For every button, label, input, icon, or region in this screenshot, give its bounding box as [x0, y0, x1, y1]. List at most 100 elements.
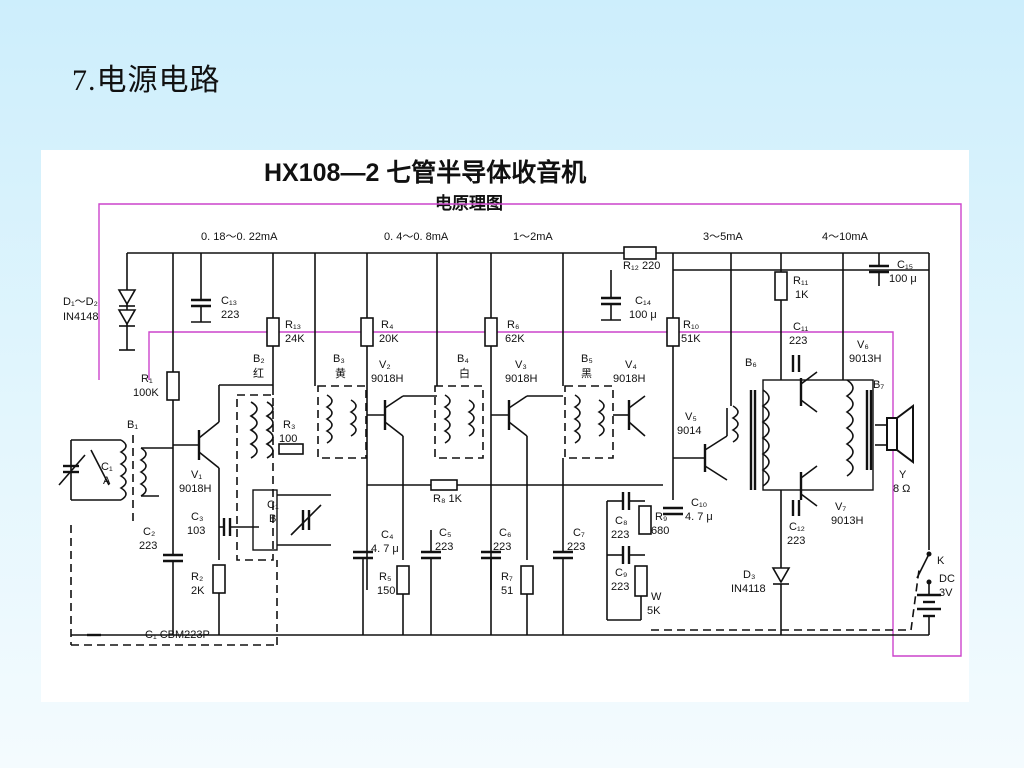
box-b2	[236, 394, 274, 561]
label-c6-value: 223	[493, 541, 511, 553]
label-c8-value: 223	[611, 529, 629, 541]
label-r6: R₆	[507, 319, 519, 331]
label-y-value: 8 Ω	[893, 483, 910, 495]
resistor-r5	[396, 565, 410, 595]
speaker-icon	[886, 404, 914, 464]
current-label-3: 1～2mA	[513, 231, 553, 243]
capacitor-c10	[663, 506, 683, 516]
label-b1: B₁	[127, 419, 138, 431]
label-r7-value: 51	[501, 585, 513, 597]
resistor-r11	[774, 271, 788, 301]
label-c14: C₁₄	[635, 295, 652, 307]
capacitor-c15	[869, 253, 889, 286]
capacitor-c4	[353, 550, 373, 635]
label-v6: V₆	[857, 339, 869, 351]
label-c9: C₉	[615, 567, 627, 579]
label-c15: C₁₅	[897, 259, 913, 271]
capacitor-c12	[791, 500, 801, 516]
label-v5-value: 9014	[677, 425, 701, 437]
label-c7: C₇	[573, 527, 585, 539]
resistor-r10	[666, 317, 680, 347]
label-w: W	[651, 591, 662, 603]
label-c2: C₂	[143, 526, 155, 538]
label-b3: B₃	[333, 353, 345, 365]
coil-b6-secondary	[761, 389, 770, 487]
resistor-r13	[266, 317, 280, 347]
label-c1a-a: A	[103, 475, 111, 487]
label-b7: B₇	[873, 379, 884, 391]
label-c4: C₄	[381, 529, 394, 541]
label-b4: B₄	[457, 353, 469, 365]
label-b3-color: 黄	[335, 366, 346, 380]
label-r1: R₁	[141, 373, 153, 385]
coil-b5	[573, 394, 581, 444]
label-v1: V₁	[191, 469, 202, 481]
diode-d3	[771, 567, 791, 585]
capacitor-c2	[163, 550, 183, 635]
label-v6-value: 9013H	[849, 353, 881, 365]
box-b4	[434, 385, 484, 459]
label-c13-value: 223	[221, 309, 239, 321]
label-r13-value: 24K	[285, 333, 305, 345]
capacitor-c1a	[58, 439, 121, 501]
label-w-value: 5K	[647, 605, 661, 617]
capacitor-c6	[481, 550, 501, 635]
capacitor-c1b	[277, 494, 331, 546]
coil-b2	[249, 401, 258, 459]
label-c1b: C₁	[267, 499, 279, 511]
label-k: K	[937, 555, 945, 567]
label-c5: C₅	[439, 527, 451, 539]
label-c3-value: 103	[187, 525, 205, 537]
coil-b1-secondary	[139, 447, 147, 497]
current-label-5: 4～10mA	[822, 231, 869, 243]
label-r11-value: 1K	[795, 289, 809, 301]
label-v7-value: 9013H	[831, 515, 863, 527]
coil-b6-primary	[731, 405, 739, 443]
capacitor-c14	[601, 270, 621, 321]
label-v4: V₄	[625, 359, 637, 371]
coil-b4	[443, 394, 451, 444]
capacitor-c5	[421, 530, 441, 635]
label-r4-value: 20K	[379, 333, 399, 345]
coil-b3	[325, 394, 333, 444]
resistor-r3	[278, 443, 304, 455]
box-b3	[317, 385, 367, 459]
label-d3: D₃	[743, 569, 755, 581]
label-c8: C₈	[615, 515, 628, 527]
label-v4-value: 9018H	[613, 373, 645, 385]
label-r3-value: 100	[279, 433, 297, 445]
label-r3: R₃	[283, 419, 295, 431]
coil-b1-primary	[119, 439, 127, 501]
label-c15-value: 100 μ	[889, 273, 917, 285]
resistor-r8	[430, 479, 458, 491]
transistor-v3	[491, 395, 563, 560]
transistor-v5	[673, 408, 728, 481]
label-v3: V₃	[515, 359, 527, 371]
slide-title: 7.电源电路	[72, 64, 221, 97]
label-d3-value: IN4118	[731, 583, 766, 595]
label-dc: DC	[939, 573, 955, 585]
label-v2-value: 9018H	[371, 373, 403, 385]
label-r5-value: 150	[377, 585, 395, 597]
diagram-subtitle: 电原理图	[435, 193, 503, 213]
label-r2-value: 2K	[191, 585, 205, 597]
label-v5: V₅	[685, 411, 697, 423]
label-c12-value: 223	[787, 535, 805, 547]
circuit-schematic: HX108—2 七管半导体收音机 电原理图 0. 18～0. 22mA 0. 4…	[41, 150, 969, 702]
label-r4: R₄	[381, 319, 394, 331]
box-b5	[564, 385, 614, 459]
label-c1b-b: B	[269, 513, 276, 525]
current-label-1: 0. 18～0. 22mA	[201, 231, 278, 243]
label-c10-value: 4. 7 μ	[685, 511, 713, 523]
current-label-4: 3～5mA	[703, 231, 743, 243]
capacitor-c13	[191, 253, 211, 323]
transistor-v2	[367, 395, 437, 560]
coil-b7-primary	[845, 379, 854, 477]
label-r12: R₁₂ 220	[623, 260, 660, 272]
label-b2-color: 红	[253, 367, 264, 380]
transistor-v7	[799, 465, 818, 507]
capacitor-c3	[219, 518, 259, 536]
transistor-v6	[799, 371, 818, 413]
current-label-2: 0. 4～0. 8mA	[384, 231, 449, 243]
label-r13: R₁₃	[285, 319, 301, 331]
